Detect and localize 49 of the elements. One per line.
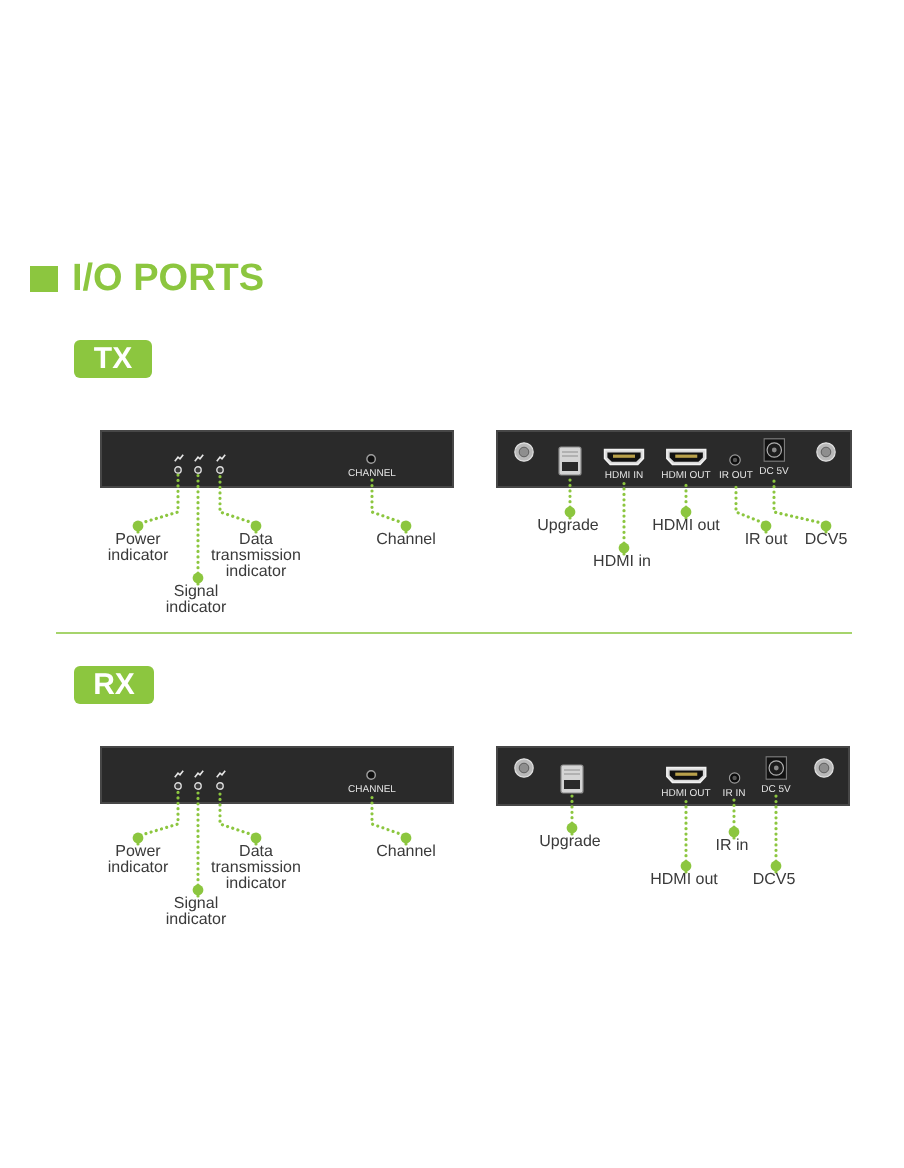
device-panel: [100, 746, 454, 804]
leader-line: [680, 480, 692, 520]
leader-line: [618, 480, 630, 556]
leader-line: [218, 472, 262, 534]
callout-label: HDMI out: [650, 872, 718, 888]
leader-line: [218, 788, 262, 846]
led-icon: [174, 782, 182, 790]
callout-label: Signal indicator: [165, 896, 227, 928]
callout-label: Power indicator: [107, 844, 169, 876]
led-icon: [194, 782, 202, 790]
callout-label: HDMI in: [593, 554, 651, 570]
callout-label: IR in: [715, 838, 749, 854]
led-icon: [174, 466, 182, 474]
usb-port-icon: [558, 446, 582, 476]
leader-line: [132, 788, 180, 846]
callout-label: Data transmission indicator: [211, 532, 301, 580]
callout-label: DCV5: [804, 532, 848, 548]
led-icon: [216, 466, 224, 474]
leader-line: [772, 476, 832, 534]
leader-line: [770, 794, 782, 874]
leader-line: [728, 798, 740, 840]
callout-label: Channel: [376, 844, 436, 860]
device-panel: [496, 746, 850, 806]
callout-label: Signal indicator: [165, 584, 227, 616]
leader-line: [370, 478, 412, 534]
leader-line: [566, 792, 578, 836]
section-badge: TX: [74, 340, 152, 378]
callout-label: Channel: [376, 532, 436, 548]
led-icon: [194, 466, 202, 474]
device-panel: [496, 430, 852, 488]
usb-port-icon: [560, 764, 584, 794]
page-title: I/O PORTS: [72, 260, 265, 298]
section-badge: RX: [74, 666, 154, 704]
callout-label: HDMI out: [652, 518, 720, 534]
leader-line: [192, 472, 204, 586]
device-panel: [100, 430, 454, 488]
led-icon: [216, 782, 224, 790]
leader-line: [132, 472, 180, 534]
callout-label: Upgrade: [539, 834, 601, 850]
callout-label: DCV5: [752, 872, 796, 888]
leader-line: [192, 788, 204, 898]
leader-line: [370, 794, 412, 846]
leader-line: [680, 798, 692, 874]
leader-line: [734, 480, 772, 534]
leader-line: [564, 474, 576, 520]
callout-label: Power indicator: [107, 532, 169, 564]
callout-label: IR out: [744, 532, 788, 548]
callout-label: Data transmission indicator: [211, 844, 301, 892]
callout-label: Upgrade: [537, 518, 599, 534]
